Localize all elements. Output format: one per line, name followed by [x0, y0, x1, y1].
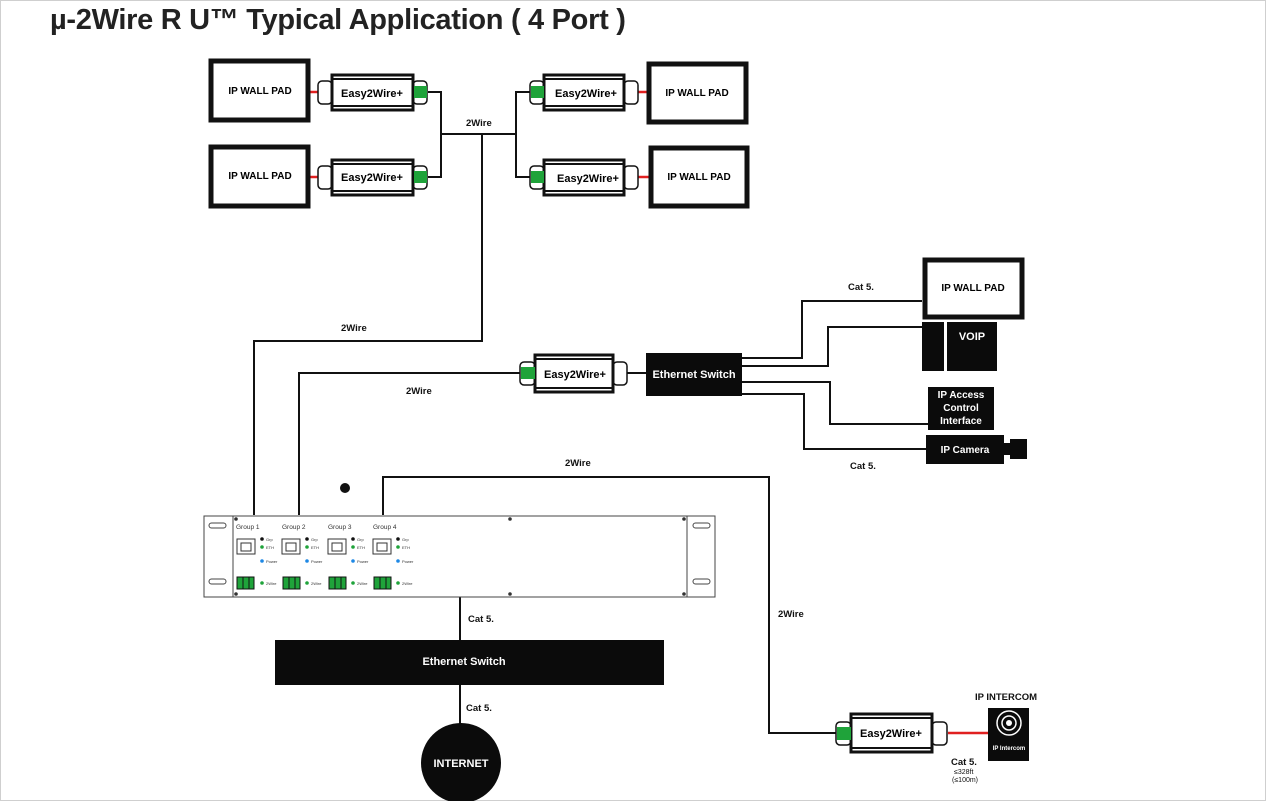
- ethernet-switch-bottom: Ethernet Switch: [275, 640, 664, 685]
- svg-text:ETH: ETH: [402, 545, 410, 550]
- wall-pad-top-right-1: IP WALL PAD: [646, 61, 749, 125]
- rack-unit: [203, 515, 716, 598]
- svg-text:IP WALL PAD: IP WALL PAD: [941, 283, 1004, 294]
- svg-text:IP Access: IP Access: [938, 390, 985, 401]
- page-title: µ-2Wire R U™ Typical Application ( 4 Por…: [50, 4, 626, 36]
- easy2wire-middle: Easy2Wire+: [519, 353, 628, 394]
- wire-group1-2wire: [253, 134, 483, 515]
- label-cat5-wallpad: Cat 5.: [848, 282, 874, 293]
- svg-text:ETH: ETH: [311, 545, 319, 550]
- voip-phone: VOIP: [922, 322, 997, 371]
- svg-text:IP WALL PAD: IP WALL PAD: [667, 172, 730, 183]
- svg-text:IP WALL PAD: IP WALL PAD: [665, 88, 728, 99]
- label-2wire-group1: 2Wire: [341, 323, 367, 334]
- svg-text:IP INTERCOM: IP INTERCOM: [975, 692, 1037, 703]
- svg-text:Interface: Interface: [940, 416, 982, 427]
- svg-text:2Wire: 2Wire: [402, 581, 413, 586]
- label-2wire-group4: 2Wire: [565, 458, 591, 469]
- svg-text:Control: Control: [943, 403, 979, 414]
- svg-text:Group 2: Group 2: [282, 524, 306, 531]
- svg-text:Easy2Wire+: Easy2Wire+: [557, 173, 619, 185]
- svg-text:IP Camera: IP Camera: [941, 445, 990, 456]
- wire-switch-access: [742, 381, 928, 425]
- easy2wire-top-left-1: Easy2Wire+: [317, 73, 428, 112]
- svg-text:ETH: ETH: [266, 545, 274, 550]
- svg-text:INTERNET: INTERNET: [434, 758, 489, 770]
- svg-text:Easy2Wire+: Easy2Wire+: [341, 88, 403, 100]
- label-cat5-rack: Cat 5.: [468, 614, 494, 625]
- label-2wire-top: 2Wire: [466, 118, 492, 129]
- marker-dot: [340, 483, 350, 493]
- svg-text:Grp: Grp: [311, 537, 318, 542]
- svg-text:Ethernet Switch: Ethernet Switch: [422, 656, 505, 668]
- ethernet-switch-middle: Ethernet Switch: [646, 353, 742, 396]
- label-cat5-camera: Cat 5.: [850, 461, 876, 472]
- label-distance-ft: ≤328ft: [954, 769, 973, 776]
- access-control-interface: IP Access Control Interface: [928, 387, 994, 430]
- wall-pad-top-left-1: IP WALL PAD: [208, 58, 311, 123]
- rack-group-1: Group 1 Grp ETH Power 2Wire: [236, 524, 278, 590]
- svg-text:2Wire: 2Wire: [311, 581, 322, 586]
- svg-text:Group 3: Group 3: [328, 524, 352, 531]
- svg-text:2Wire: 2Wire: [357, 581, 368, 586]
- easy2wire-top-left-2: Easy2Wire+: [317, 158, 428, 197]
- svg-text:VOIP: VOIP: [959, 331, 985, 343]
- wire-switch-voip: [742, 326, 922, 367]
- svg-text:Group 1: Group 1: [236, 524, 260, 531]
- ip-intercom: IP INTERCOM IP Intercom: [975, 692, 1037, 761]
- svg-text:Ethernet Switch: Ethernet Switch: [652, 369, 735, 381]
- wall-pad-top-left-2: IP WALL PAD: [208, 144, 311, 209]
- svg-text:Power: Power: [266, 559, 278, 564]
- easy2wire-intercom: Easy2Wire+: [835, 712, 948, 754]
- svg-text:Easy2Wire+: Easy2Wire+: [860, 728, 922, 740]
- wall-pad-top-right-2: IP WALL PAD: [648, 145, 750, 209]
- svg-text:Group 4: Group 4: [373, 524, 397, 531]
- svg-text:Grp: Grp: [402, 537, 409, 542]
- label-distance-m: (≤100m): [952, 777, 978, 784]
- internet-cloud: INTERNET: [421, 723, 501, 801]
- svg-text:Easy2Wire+: Easy2Wire+: [544, 369, 606, 381]
- svg-text:ETH: ETH: [357, 545, 365, 550]
- label-2wire-group2: 2Wire: [406, 386, 432, 397]
- rack-group-2: Group 2 Grp ETH Power 2Wire: [281, 524, 323, 590]
- link-labels: 2Wire 2Wire 2Wire 2Wire 2Wire Cat 5. Cat…: [341, 118, 978, 784]
- easy2wire-top-right-2: Easy2Wire+: [529, 158, 639, 197]
- rack-group-4: Group 4 Grp ETH Power 2Wire: [372, 524, 414, 590]
- svg-text:IP WALL PAD: IP WALL PAD: [228, 171, 291, 182]
- svg-text:IP WALL PAD: IP WALL PAD: [228, 86, 291, 97]
- easy2wire-top-right-1: Easy2Wire+: [529, 73, 639, 112]
- svg-text:Power: Power: [357, 559, 369, 564]
- ip-camera: IP Camera: [926, 435, 1027, 464]
- wire-top-left-pair: [428, 91, 442, 178]
- wire-group4-2wire: [382, 476, 836, 734]
- wall-pad-right: IP WALL PAD: [922, 257, 1025, 320]
- rack-group-3: Group 3 Grp ETH Power 2Wire: [327, 524, 369, 590]
- svg-text:Easy2Wire+: Easy2Wire+: [341, 172, 403, 184]
- svg-text:Grp: Grp: [266, 537, 273, 542]
- svg-text:Power: Power: [311, 559, 323, 564]
- wire-top-right-pair: [515, 91, 530, 178]
- wire-switch-camera: [742, 393, 928, 450]
- wiring: [253, 91, 928, 734]
- svg-text:IP Intercom: IP Intercom: [993, 746, 1026, 752]
- svg-text:Grp: Grp: [357, 537, 364, 542]
- svg-text:Easy2Wire+: Easy2Wire+: [555, 88, 617, 100]
- wire-switch-wallpad: [742, 300, 922, 359]
- label-cat5-internet: Cat 5.: [466, 703, 492, 714]
- svg-text:2Wire: 2Wire: [266, 581, 277, 586]
- wire-group2-2wire: [298, 372, 520, 515]
- svg-text:Power: Power: [402, 559, 414, 564]
- label-2wire-intercom: 2Wire: [778, 609, 804, 620]
- label-cat5-intercom: Cat 5.: [951, 757, 977, 768]
